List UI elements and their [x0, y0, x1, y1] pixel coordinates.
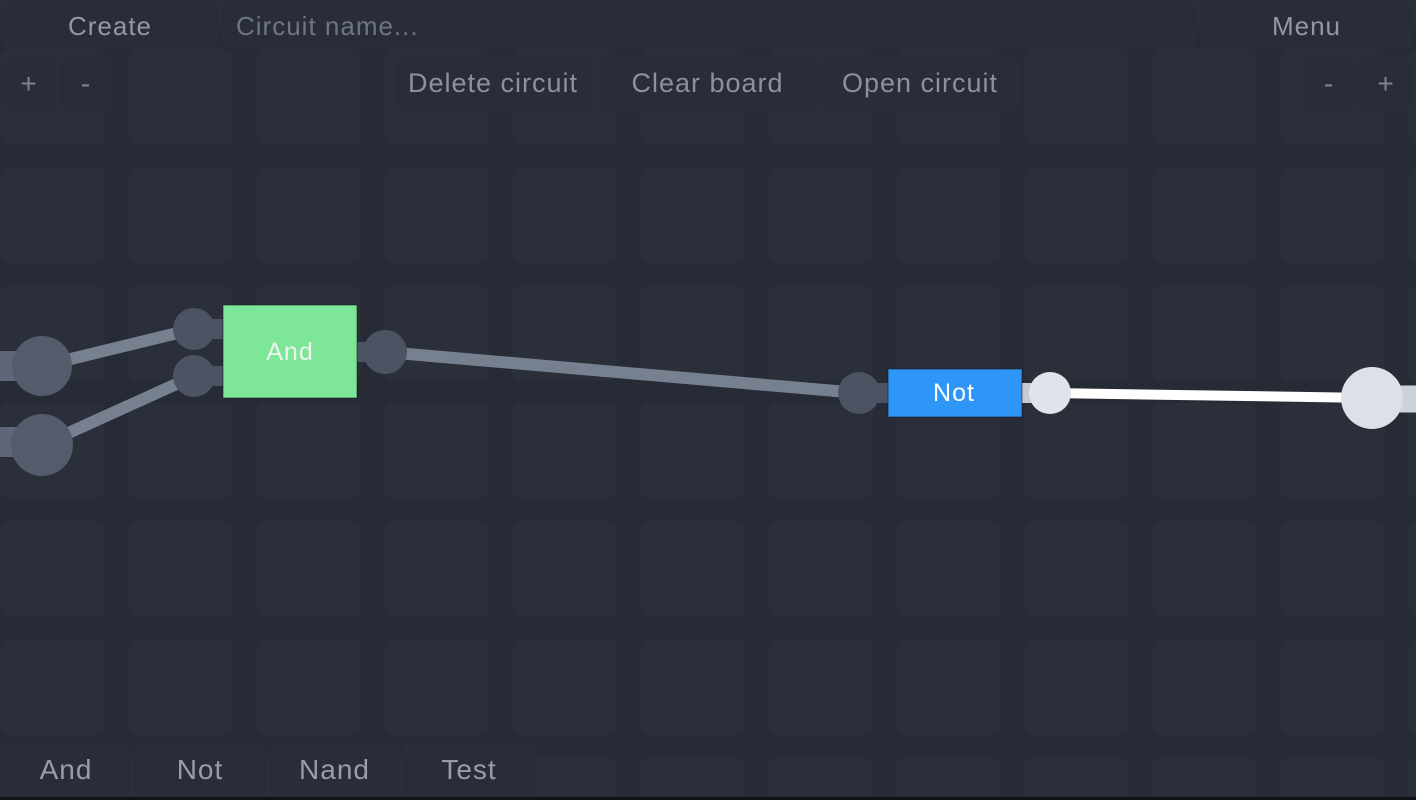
bottom-edge-strip — [0, 797, 1416, 800]
and-output-node[interactable] — [363, 330, 407, 374]
zoom-in-button-left[interactable]: + — [2, 57, 56, 111]
not-gate-label: Not — [933, 379, 975, 407]
and-gate-label: And — [266, 338, 313, 366]
zoom-in-button-right[interactable]: + — [1359, 57, 1413, 111]
not-gate[interactable]: Not — [887, 368, 1023, 418]
delete-circuit-button[interactable]: Delete circuit — [396, 55, 590, 112]
palette-item-not[interactable]: Not — [134, 742, 266, 797]
wire-not-to-output[interactable] — [1049, 388, 1373, 403]
not-gate-body[interactable] — [887, 368, 1023, 418]
palette-item-test[interactable]: Test — [403, 742, 535, 797]
circuit-input-node-2[interactable] — [11, 414, 73, 476]
open-circuit-button[interactable]: Open circuit — [820, 55, 1020, 112]
circuit-name-input[interactable] — [222, 2, 1196, 50]
palette-item-and[interactable]: And — [1, 742, 131, 797]
and-input-node-2[interactable] — [173, 355, 215, 397]
menu-button[interactable]: Menu — [1200, 2, 1413, 50]
and-gate[interactable]: And — [222, 304, 358, 399]
circuit-output-node[interactable] — [1341, 367, 1403, 429]
zoom-out-button-left[interactable]: - — [59, 57, 113, 111]
wire-and-to-not[interactable] — [384, 346, 860, 399]
create-button[interactable]: Create — [2, 2, 218, 50]
and-gate-body[interactable] — [222, 304, 358, 399]
clear-board-button[interactable]: Clear board — [598, 55, 817, 112]
and-input-node-1[interactable] — [173, 308, 215, 350]
circuit-input-node-1[interactable] — [12, 336, 72, 396]
not-input-node[interactable] — [838, 372, 880, 414]
not-output-node[interactable] — [1029, 372, 1071, 414]
zoom-out-button-right[interactable]: - — [1302, 57, 1356, 111]
palette-item-nand[interactable]: Nand — [269, 742, 400, 797]
